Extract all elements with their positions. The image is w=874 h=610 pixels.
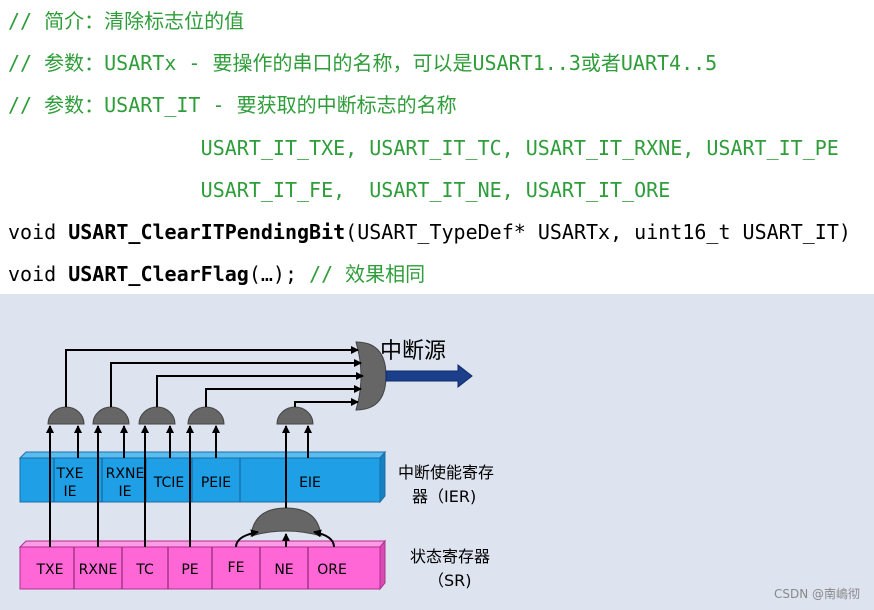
and-gate-rxne: [92, 406, 130, 425]
code-line-comment: USART_IT_TXE, USART_IT_TC, USART_IT_RXNE…: [8, 136, 839, 160]
code-line-comment: // 参数：USART_IT - 要获取的中断标志的名称: [8, 93, 457, 117]
interrupt-output-arrow: [385, 363, 473, 389]
watermark: CSDN @南嶋彻: [773, 587, 860, 601]
and-gate-error: [276, 406, 314, 425]
and-gate-pe: [187, 406, 225, 425]
ier-cell-txe-label: IE: [64, 484, 77, 500]
function-name: USART_ClearITPendingBit: [68, 220, 346, 244]
sr-register-label: （SR): [428, 571, 472, 590]
ier-cell-txe-label: TXE: [56, 466, 84, 482]
sr-cell-txe: TXE: [36, 562, 64, 578]
or-gate-error: [250, 507, 322, 537]
function-params: (…);: [248, 262, 310, 286]
sr-cell-rxne: RXNE: [79, 562, 118, 578]
ier-cell-peie-label: PEIE: [201, 475, 231, 491]
ier-cell-rxne-label: IE: [119, 484, 132, 500]
sr-cell-ne: NE: [274, 562, 293, 578]
ier-cell-rxne-label: RXNE: [106, 466, 145, 482]
sr-cell-tc: TC: [135, 562, 154, 578]
code-line-comment: // 简介：清除标志位的值: [8, 9, 245, 33]
sr-register: TXE RXNE TC PE FE NE ORE: [18, 539, 387, 591]
code-block: // 简介：清除标志位的值 // 参数：USARTx - 要操作的串口的名称，可…: [0, 0, 874, 294]
sr-cell-pe: PE: [181, 562, 198, 578]
code-line-function: void USART_ClearFlag(…); // 效果相同: [8, 259, 425, 289]
interrupt-source-label: 中断源: [380, 339, 446, 364]
interrupt-diagram-svg: TXE IE RXNE IE TCIE PEIE EIE TXE RXNE: [18, 339, 494, 591]
and-gates: [47, 341, 387, 537]
ier-register: TXE IE RXNE IE TCIE PEIE EIE: [18, 450, 387, 504]
ier-register-label: 器（IER): [412, 487, 476, 506]
inline-comment: // 效果相同: [309, 262, 426, 286]
interrupt-diagram: TXE IE RXNE IE TCIE PEIE EIE TXE RXNE: [0, 294, 874, 610]
signal-wires: [46, 346, 364, 548]
function-name: USART_ClearFlag: [68, 262, 249, 286]
ier-register-label: 中断使能寄存: [398, 463, 494, 482]
code-line-comment: // 参数：USARTx - 要操作的串口的名称，可以是USART1..3或者U…: [8, 51, 718, 75]
ier-cell-eie-label: EIE: [299, 475, 321, 491]
sr-cell-fe: FE: [228, 560, 245, 576]
code-keyword: void: [8, 262, 69, 286]
function-params: (USART_TypeDef* USARTx, uint16_t USART_I…: [345, 220, 851, 244]
code-line-comment: USART_IT_FE, USART_IT_NE, USART_IT_ORE: [8, 178, 671, 202]
code-keyword: void: [8, 220, 69, 244]
sr-cell-ore: ORE: [317, 562, 347, 578]
ier-cell-tcie-label: TCIE: [153, 475, 184, 491]
sr-register-label: 状态寄存器: [410, 547, 490, 566]
code-line-function: void USART_ClearITPendingBit(USART_TypeD…: [8, 217, 851, 247]
and-gate-txe: [47, 406, 85, 425]
and-gate-tc: [138, 406, 176, 425]
